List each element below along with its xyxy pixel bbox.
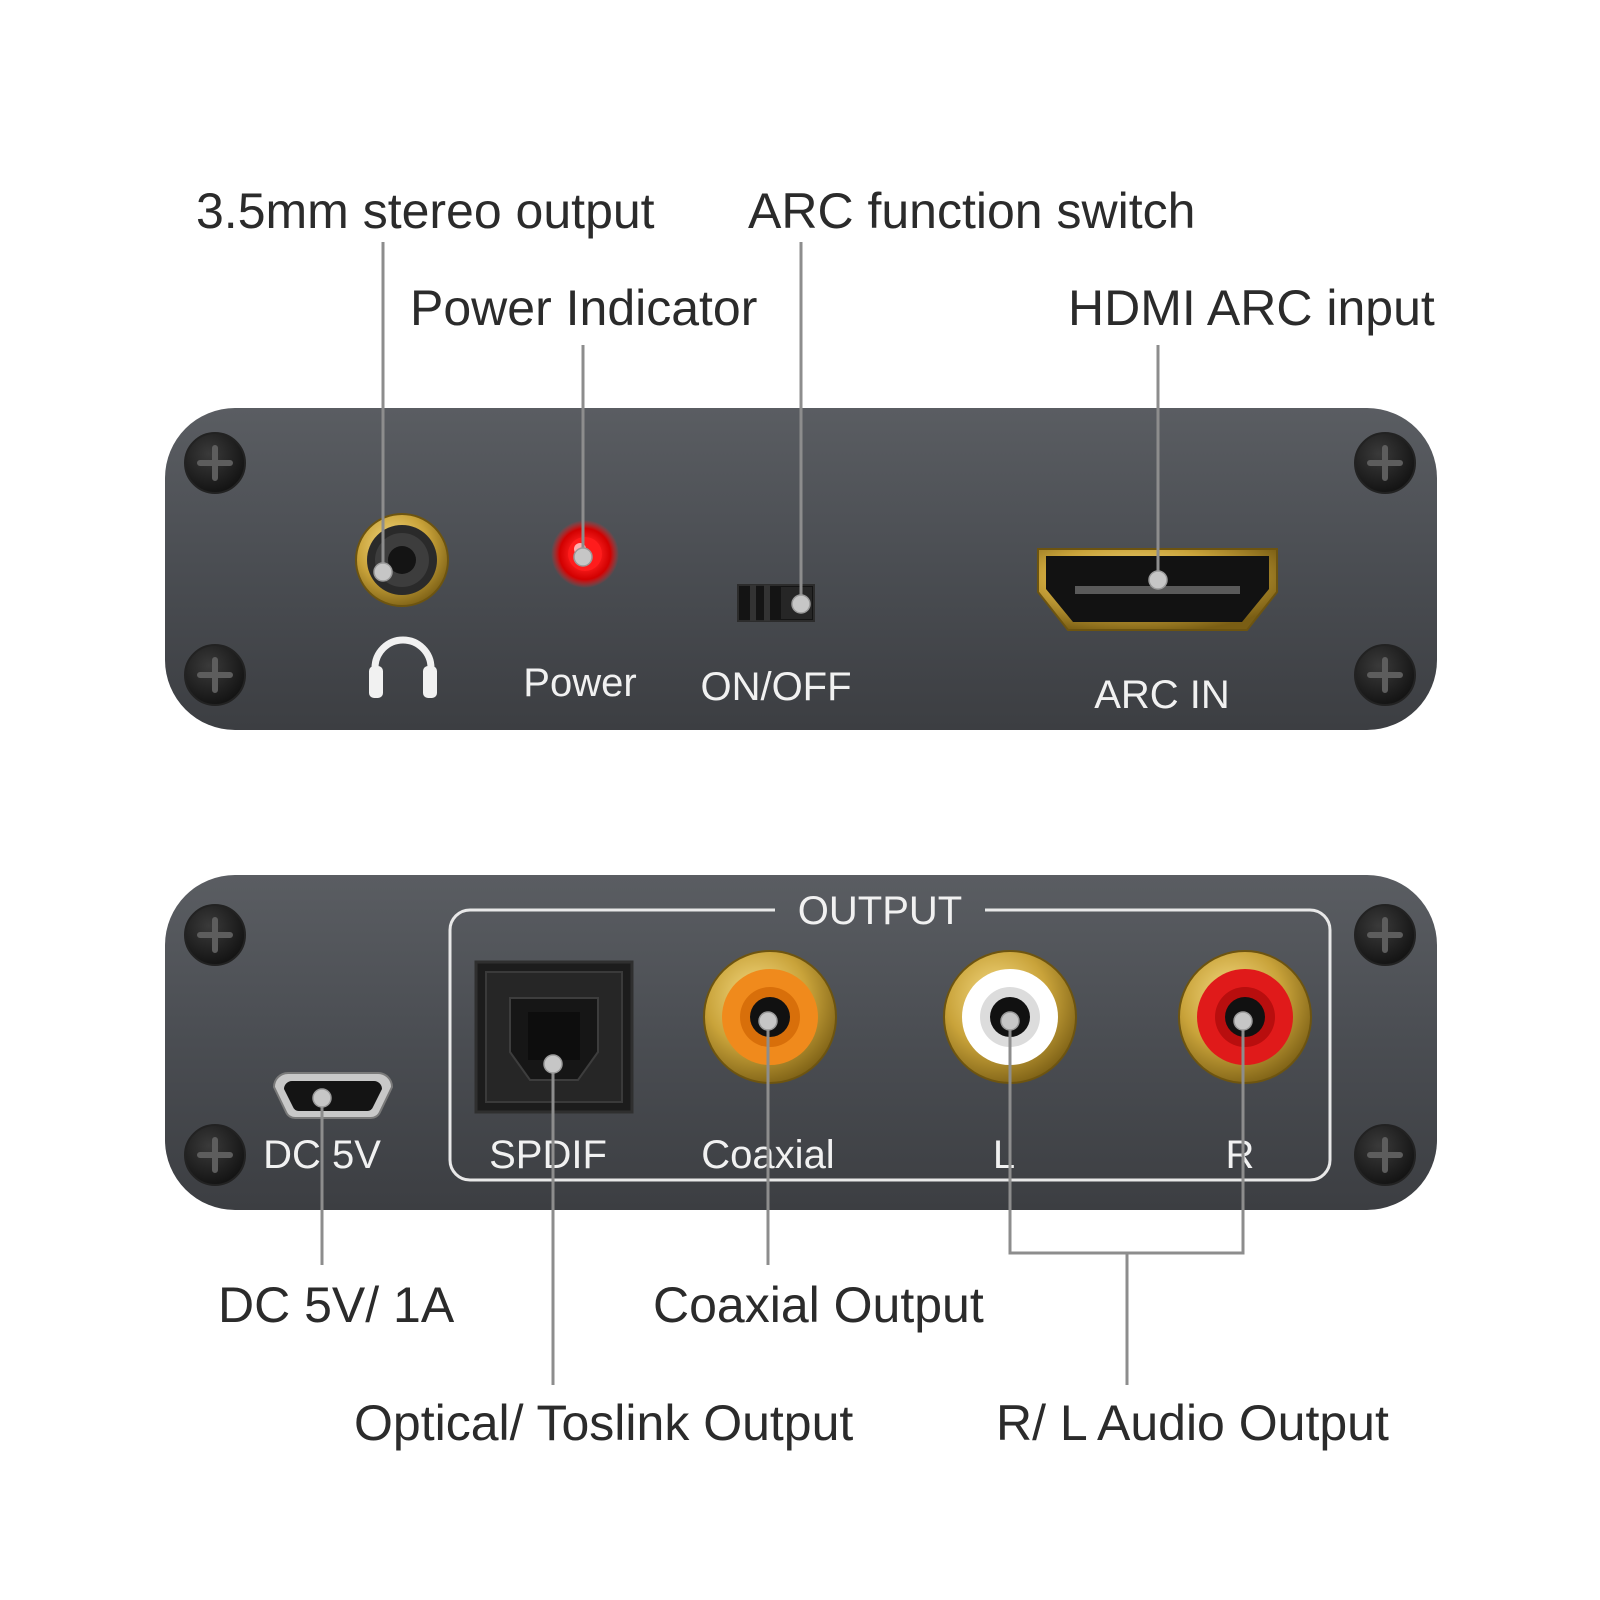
- leader-lines: [320, 242, 1245, 1385]
- leader-dots: [312, 547, 1253, 1108]
- stereo-jack[interactable]: [355, 513, 449, 607]
- headphone-icon: [369, 636, 437, 698]
- coaxial-port[interactable]: [703, 950, 837, 1084]
- callout-hdmi-arc-input: HDMI ARC input: [1068, 280, 1435, 336]
- callout-stereo-output: 3.5mm stereo output: [196, 183, 655, 239]
- rear-screw-top-left: [184, 904, 246, 966]
- power-label: Power: [523, 661, 636, 705]
- left-label: L: [993, 1133, 1015, 1177]
- rear-screw-bottom-left: [184, 1124, 246, 1186]
- front-screw-top-right: [1354, 432, 1416, 494]
- callout-dc-power: DC 5V/ 1A: [218, 1277, 455, 1333]
- dc-power-port[interactable]: [272, 1072, 394, 1120]
- rear-screw-bottom-right: [1354, 1124, 1416, 1186]
- switch-label: ON/OFF: [700, 665, 851, 709]
- callout-optical-output: Optical/ Toslink Output: [354, 1395, 853, 1451]
- front-screw-bottom-right: [1354, 644, 1416, 706]
- front-screw-bottom-left: [184, 644, 246, 706]
- hdmi-label: ARC IN: [1094, 673, 1230, 717]
- callout-coaxial-output: Coaxial Output: [653, 1277, 984, 1333]
- spdif-label: SPDIF: [489, 1133, 607, 1177]
- callout-power-indicator: Power Indicator: [410, 280, 757, 336]
- output-group-label: OUTPUT: [798, 889, 962, 933]
- right-label: R: [1226, 1133, 1255, 1177]
- rear-screw-top-right: [1354, 904, 1416, 966]
- callout-rl-audio-output: R/ L Audio Output: [996, 1395, 1389, 1451]
- callout-arc-switch: ARC function switch: [748, 183, 1195, 239]
- output-group-frame: [448, 908, 1332, 1182]
- front-screw-top-left: [184, 432, 246, 494]
